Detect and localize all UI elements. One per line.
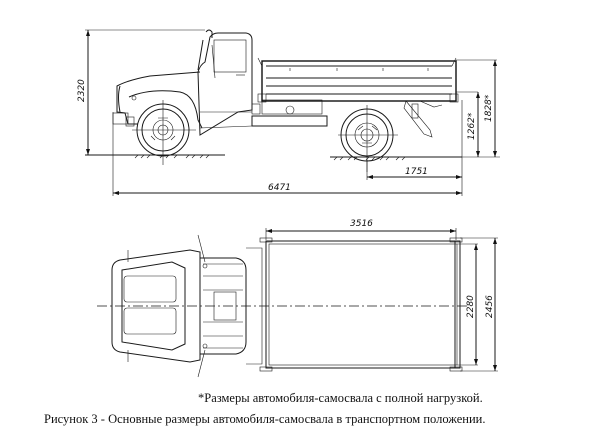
dim-label-rear-overhang: 1751 bbox=[405, 167, 428, 177]
rear-wheel bbox=[338, 105, 398, 172]
dump-body bbox=[257, 57, 459, 138]
dim-overall-length: 6471 bbox=[112, 100, 463, 196]
dump-body-top bbox=[259, 237, 463, 372]
dim-label-body-length: 3516 bbox=[350, 219, 373, 229]
dim-body-outer-width: 2456 bbox=[460, 237, 498, 372]
front-wheel bbox=[132, 100, 196, 165]
dim-side-height: 1828* bbox=[456, 59, 497, 157]
dim-label-overall-height: 2320 bbox=[77, 79, 87, 102]
hood bbox=[112, 71, 203, 129]
dim-label-loading-height: 1262* bbox=[467, 112, 477, 140]
dim-label-body-inner-width: 2280 bbox=[466, 295, 476, 318]
footnote: *Размеры автомобиля-самосвала с полной н… bbox=[198, 391, 483, 405]
cab-top bbox=[111, 234, 263, 378]
dim-body-length: 3516 bbox=[265, 219, 457, 240]
figure-caption: Рисунок 3 - Основные размеры автомобиля-… bbox=[44, 412, 486, 426]
dim-loading-height: 1262* bbox=[456, 91, 500, 158]
dim-label-body-outer-width: 2456 bbox=[485, 295, 495, 318]
dim-label-overall-length: 6471 bbox=[268, 183, 291, 193]
cab bbox=[197, 29, 253, 136]
top-view: 3516 2280 2456 bbox=[97, 219, 498, 378]
dim-body-inner-width: 2280 bbox=[457, 243, 478, 366]
dim-rear-overhang: 1751 bbox=[366, 160, 462, 180]
dim-label-side-height: 1828* bbox=[484, 94, 494, 122]
side-view: 2320 6471 1751 1262* bbox=[77, 29, 500, 196]
chassis bbox=[199, 99, 328, 129]
dim-overall-height: 2320 bbox=[77, 29, 205, 156]
